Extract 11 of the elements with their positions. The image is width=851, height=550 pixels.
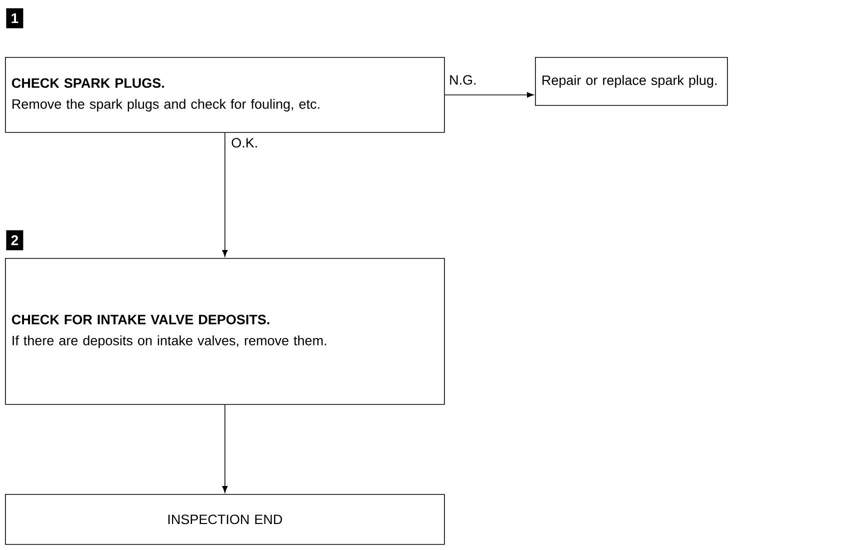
process-box: CHECK FOR INTAKE VALVE DEPOSITS. If there are deposits on intake valves, remove them. [5, 258, 445, 405]
arrow [222, 404, 228, 493]
process-box: Repair or replace spark plug. [535, 57, 728, 106]
edge-label: O.K. [232, 138, 257, 148]
process-box: CHECK SPARK PLUGS. Remove the spark plugs and check for fouling, etc. [5, 57, 445, 133]
edge-label: N.G. [450, 75, 476, 85]
callout-number: 1 [6, 8, 24, 28]
process-box: INSPECTION END [5, 494, 445, 545]
arrow [222, 132, 228, 257]
callout-number: 2 [6, 230, 24, 250]
arrow [444, 92, 534, 98]
